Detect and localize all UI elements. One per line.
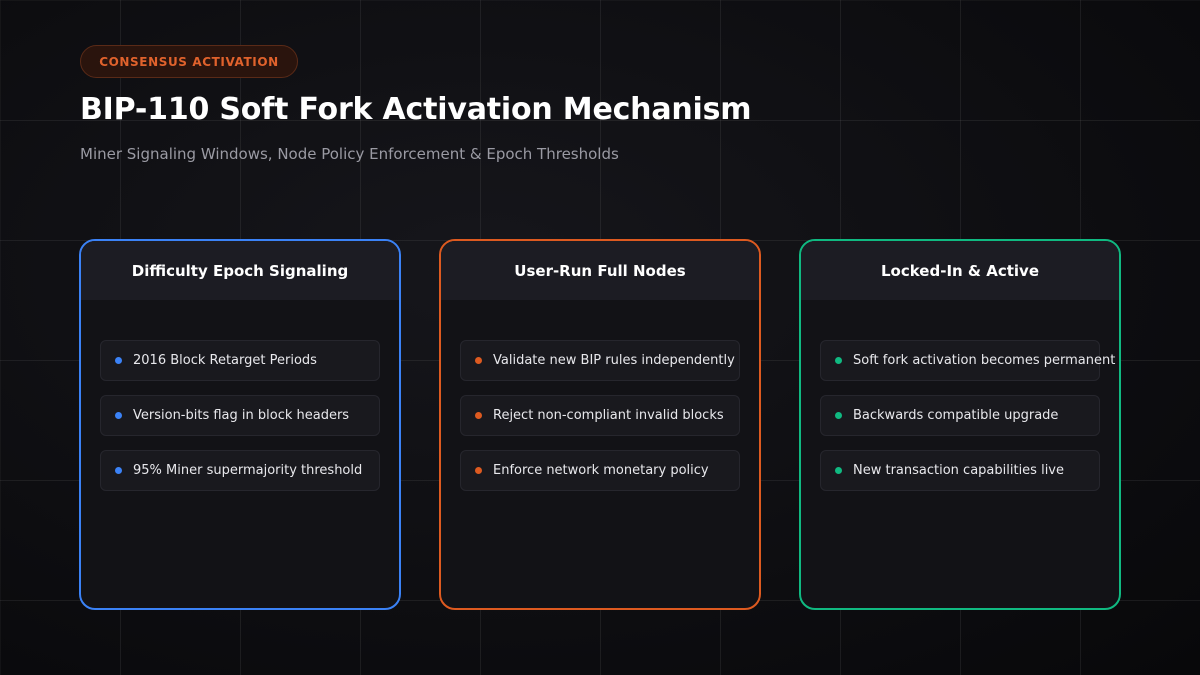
card-title: Difficulty Epoch Signaling: [81, 241, 399, 300]
bullet-dot-icon: [475, 467, 482, 474]
list-item: 2016 Block Retarget Periods: [100, 340, 380, 381]
card-locked-in-active: Locked-In & Active Soft fork activation …: [799, 239, 1121, 610]
bullet-dot-icon: [115, 357, 122, 364]
list-item: Validate new BIP rules independently: [460, 340, 740, 381]
category-badge: CONSENSUS ACTIVATION: [80, 45, 298, 78]
bullet-dot-icon: [835, 357, 842, 364]
list-item: Enforce network monetary policy: [460, 450, 740, 491]
list-item: Reject non-compliant invalid blocks: [460, 395, 740, 436]
list-item: Soft fork activation becomes permanent: [820, 340, 1115, 381]
list-item-label: Validate new BIP rules independently: [493, 353, 735, 368]
list-item: 95% Miner supermajority threshold: [100, 450, 380, 491]
list-item: Version-bits flag in block headers: [100, 395, 380, 436]
card-item-list: Soft fork activation becomes permanent B…: [820, 340, 1115, 505]
list-item-label: Soft fork activation becomes permanent: [853, 353, 1116, 368]
card-item-list: 2016 Block Retarget Periods Version-bits…: [100, 340, 380, 505]
bullet-dot-icon: [475, 357, 482, 364]
card-title: Locked-In & Active: [801, 241, 1119, 300]
card-title: User-Run Full Nodes: [441, 241, 759, 300]
list-item-label: Version-bits flag in block headers: [133, 408, 350, 423]
card-item-list: Validate new BIP rules independently Rej…: [460, 340, 740, 505]
list-item-label: 2016 Block Retarget Periods: [133, 353, 317, 368]
page-title: BIP-110 Soft Fork Activation Mechanism: [80, 92, 752, 127]
bullet-dot-icon: [835, 412, 842, 419]
card-difficulty-epoch-signaling: Difficulty Epoch Signaling 2016 Block Re…: [79, 239, 401, 610]
bullet-dot-icon: [475, 412, 482, 419]
bullet-dot-icon: [115, 467, 122, 474]
bullet-dot-icon: [115, 412, 122, 419]
list-item: New transaction capabilities live: [820, 450, 1100, 491]
list-item-label: Reject non-compliant invalid blocks: [493, 408, 724, 423]
list-item-label: New transaction capabilities live: [853, 463, 1065, 478]
list-item-label: 95% Miner supermajority threshold: [133, 463, 363, 478]
page-subtitle: Miner Signaling Windows, Node Policy Enf…: [80, 145, 619, 163]
list-item-label: Backwards compatible upgrade: [853, 408, 1059, 423]
list-item: Backwards compatible upgrade: [820, 395, 1100, 436]
bullet-dot-icon: [835, 467, 842, 474]
card-user-run-full-nodes: User-Run Full Nodes Validate new BIP rul…: [439, 239, 761, 610]
list-item-label: Enforce network monetary policy: [493, 463, 709, 478]
